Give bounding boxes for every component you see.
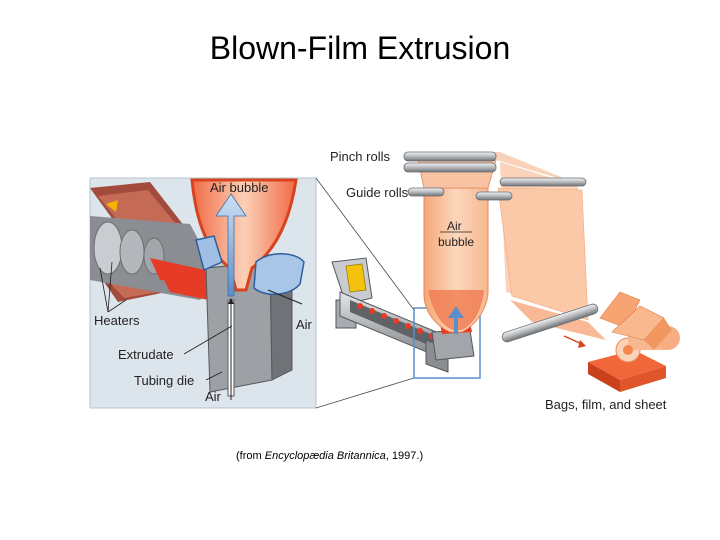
main-air-bubble — [423, 187, 489, 334]
label-air-bubble-main-bottom: bubble — [438, 235, 475, 249]
inset-air-bubble — [190, 178, 298, 292]
label-bags-film-sheet: Bags, film, and sheet — [545, 397, 667, 412]
bags — [599, 291, 672, 350]
label-air-bubble-inset: Air bubble — [210, 180, 269, 195]
label-heaters: Heaters — [94, 313, 140, 328]
source-caption: (from Encyclopædia Britannica, 1997.) — [236, 450, 423, 462]
caption-suffix: , 1997.) — [385, 450, 424, 462]
cooling-ring — [195, 235, 305, 296]
label-pinch-rolls: Pinch rolls — [330, 149, 390, 164]
label-guide-rolls: Guide rolls — [346, 185, 409, 200]
caption-prefix: (from — [236, 450, 265, 462]
label-extrudate: Extrudate — [118, 347, 174, 362]
caption-source: Encyclopædia Britannica — [264, 450, 386, 462]
guide-rolls — [407, 177, 587, 201]
label-air-side: Air — [296, 317, 312, 332]
label-tubing-die: Tubing die — [134, 373, 195, 388]
label-air-bottom: Air — [205, 389, 221, 404]
inset-air-arrow — [215, 193, 247, 297]
label-air-bubble-main-top: Air — [447, 219, 462, 233]
pinch-rolls — [403, 151, 497, 173]
products-stack — [588, 291, 680, 392]
idler-roll — [501, 303, 599, 343]
inset-detail-panel — [89, 177, 317, 409]
slide-title: Blown-Film Extrusion — [209, 30, 511, 66]
main-machine — [331, 151, 606, 379]
